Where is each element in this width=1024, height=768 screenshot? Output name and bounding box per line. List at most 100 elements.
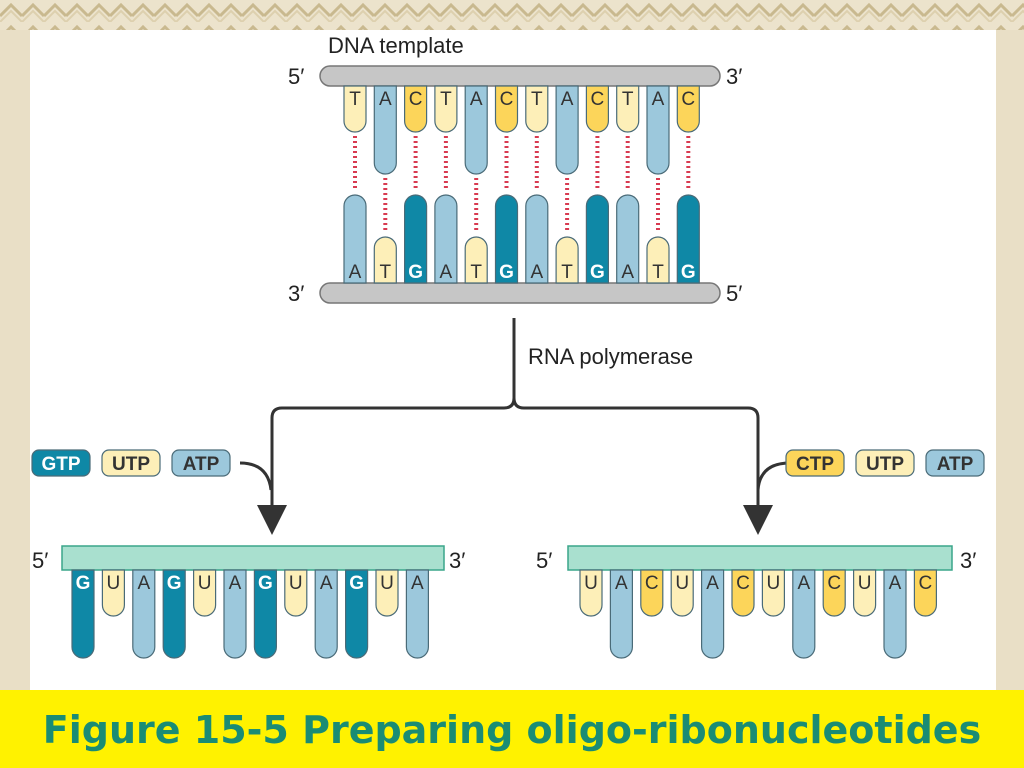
base-shape (494, 194, 519, 284)
base-letter: U (380, 573, 394, 594)
rna-base-G: G (253, 569, 277, 659)
rna-base-U: U (101, 569, 125, 617)
template-base-T: T (525, 85, 549, 133)
base-shape (676, 85, 700, 133)
rna-base-C: C (731, 569, 755, 617)
dna-top-5prime-label: 5′ (288, 64, 304, 89)
base-letter: A (561, 89, 574, 110)
base-shape (101, 569, 125, 617)
nucleotide-pill (855, 449, 915, 477)
rna-base-U: U (853, 569, 877, 617)
base-shape (404, 85, 428, 133)
rna-base-A: A (223, 569, 247, 659)
left-rna-5prime-label: 5′ (32, 548, 48, 573)
base-letter: U (675, 573, 689, 594)
base-shape (343, 194, 367, 284)
polymerase-right-branch-line (512, 397, 773, 535)
nucleotide-label: GTP (41, 454, 80, 475)
base-shape (193, 569, 217, 617)
base-letter: A (349, 262, 362, 283)
base-shape (375, 569, 399, 617)
rna-base-A: A (609, 569, 633, 659)
nucleotide-label: CTP (796, 454, 834, 475)
base-letter: C (500, 89, 514, 110)
base-shape (223, 569, 247, 659)
template-base-T: T (343, 85, 367, 133)
coding-base-G: G (404, 194, 428, 284)
rna-base-G: G (345, 569, 369, 659)
base-shape (404, 194, 428, 284)
coding-base-T: T (464, 236, 488, 284)
base-shape (585, 194, 609, 284)
rna-base-C: C (822, 569, 846, 617)
base-letter: U (107, 573, 121, 594)
base-shape (585, 85, 609, 133)
nucleotide-atp: ATP (925, 449, 985, 477)
coding-base-G: G (494, 194, 519, 284)
right-rna-backbone (567, 545, 953, 571)
base-letter: T (561, 262, 573, 283)
base-shape (345, 569, 369, 659)
dna-coding-strand-backbone (319, 282, 721, 304)
base-shape (822, 569, 846, 617)
base-letter: T (622, 89, 634, 110)
template-base-C: C (404, 85, 428, 133)
base-letter: G (349, 573, 364, 594)
base-letter: A (137, 573, 150, 594)
base-letter: C (919, 573, 933, 594)
base-letter: A (320, 573, 333, 594)
rna-polymerase-label: RNA polymerase (528, 344, 693, 369)
base-letter: A (229, 573, 242, 594)
base-shape (373, 85, 397, 175)
base-shape (609, 569, 633, 659)
base-letter: G (499, 262, 514, 283)
template-base-C: C (494, 85, 519, 133)
base-shape (646, 236, 670, 284)
nucleotide-label: ATP (937, 454, 974, 475)
template-base-A: A (646, 85, 670, 175)
base-letter: U (767, 573, 781, 594)
rna-base-G: G (71, 569, 95, 659)
rna-base-A: A (405, 569, 429, 659)
coding-base-T: T (646, 236, 670, 284)
template-base-T: T (434, 85, 458, 133)
base-letter: A (797, 573, 810, 594)
coding-base-A: A (525, 194, 549, 284)
rna-base-A: A (792, 569, 816, 659)
base-shape (701, 569, 725, 659)
dna-template-strand-backbone (319, 65, 721, 87)
template-base-C: C (676, 85, 700, 133)
base-letter: A (379, 89, 392, 110)
nucleotide-atp: ATP (171, 449, 231, 477)
rna-base-U: U (761, 569, 785, 617)
base-letter: T (349, 89, 361, 110)
base-letter: C (681, 89, 695, 110)
left-rna-3prime-label: 3′ (449, 548, 465, 573)
base-shape (162, 569, 186, 659)
coding-base-A: A (616, 194, 640, 284)
rna-base-U: U (579, 569, 603, 617)
base-letter: C (736, 573, 750, 594)
base-letter: T (379, 262, 391, 283)
nucleotide-label: UTP (112, 454, 150, 475)
base-letter: C (827, 573, 841, 594)
rna-base-A: A (883, 569, 907, 659)
base-letter: T (470, 262, 482, 283)
base-letter: A (652, 89, 665, 110)
nucleotide-pill (101, 449, 161, 477)
base-letter: G (681, 262, 696, 283)
coding-base-T: T (373, 236, 397, 284)
base-shape (314, 569, 338, 659)
base-shape (343, 85, 367, 133)
coding-base-A: A (434, 194, 458, 284)
base-shape (913, 569, 937, 617)
template-base-A: A (555, 85, 579, 175)
base-letter: A (440, 262, 453, 283)
base-shape (71, 569, 95, 659)
base-letter: U (584, 573, 598, 594)
